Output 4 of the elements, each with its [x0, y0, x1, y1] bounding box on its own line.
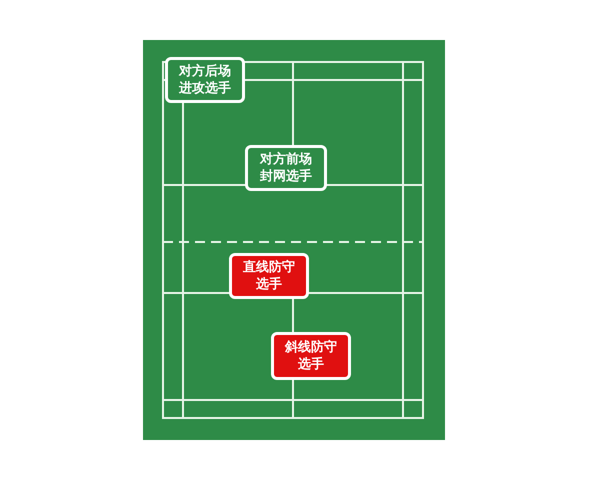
- player-position-box: 斜线防守选手: [271, 332, 351, 380]
- player-position-box: 直线防守选手: [229, 253, 309, 299]
- player-position-box: 对方后场进攻选手: [165, 57, 245, 103]
- player-position-box: 对方前场封网选手: [245, 145, 327, 191]
